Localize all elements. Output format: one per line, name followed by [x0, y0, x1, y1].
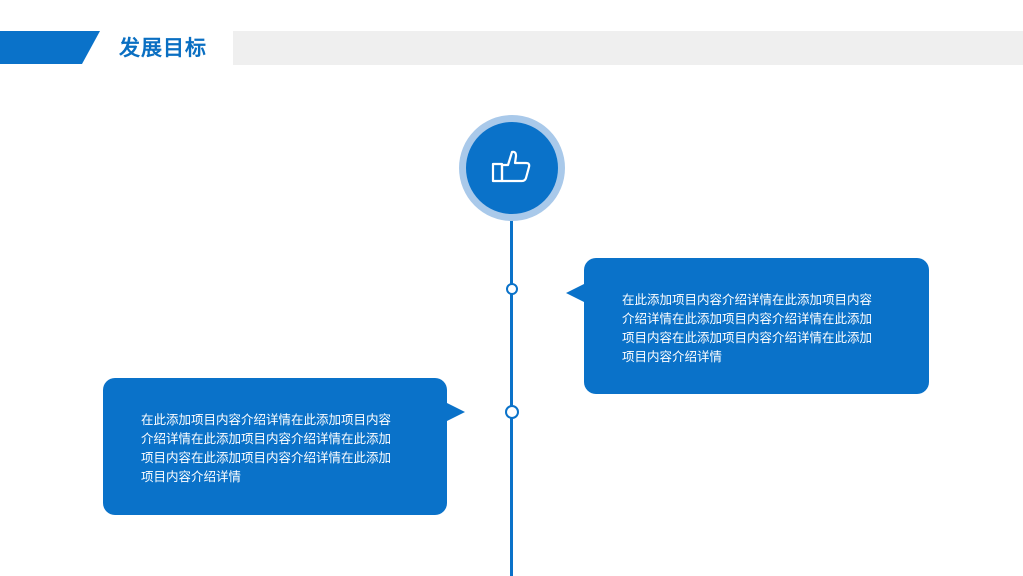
card-pointer: [566, 283, 586, 303]
icon-badge: [466, 122, 558, 214]
timeline-card-2-text: 在此添加项目内容介绍详情在此添加项目内容介绍详情在此添加项目内容介绍详情在此添加…: [141, 412, 392, 484]
card-pointer: [445, 402, 465, 422]
page-title: 发展目标: [119, 36, 207, 60]
thumbs-up-icon: [491, 150, 531, 183]
header-bar: [233, 31, 1023, 65]
timeline-node-2: [505, 405, 519, 419]
timeline-card-2: 在此添加项目内容介绍详情在此添加项目内容介绍详情在此添加项目内容介绍详情在此添加…: [103, 378, 465, 515]
timeline-card-1: 在此添加项目内容介绍详情在此添加项目内容介绍详情在此添加项目内容介绍详情在此添加…: [566, 258, 929, 394]
header-accent-shape: [0, 31, 100, 64]
timeline-node-1: [506, 283, 518, 295]
timeline-card-1-text: 在此添加项目内容介绍详情在此添加项目内容介绍详情在此添加项目内容介绍详情在此添加…: [622, 292, 873, 364]
timeline-line: [510, 200, 513, 576]
